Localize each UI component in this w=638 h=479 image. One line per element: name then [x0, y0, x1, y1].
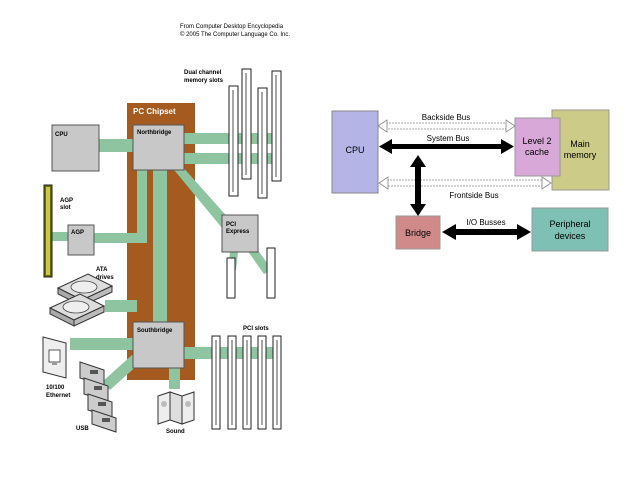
- backside-bus-label: Backside Bus: [422, 113, 470, 122]
- bus-ata: [105, 300, 137, 312]
- level2-cache-label-2: cache: [525, 147, 549, 157]
- pci-slot-grooves: [215, 340, 278, 425]
- bridge-box: [395, 215, 441, 250]
- main-memory-label-1: Main: [570, 139, 590, 149]
- frontside-bus-arrow: [378, 176, 552, 190]
- cpu-box-label: CPU: [345, 145, 364, 155]
- pci-express-label-1: PCI: [226, 222, 236, 228]
- peripheral-devices-label-1: Peripheral: [549, 219, 590, 229]
- bridge-vertical-arrow: [410, 155, 426, 216]
- bus-cpu-northbridge: [98, 139, 134, 152]
- bus-pci-express: [170, 165, 232, 228]
- bus-agp-horizontal: [92, 233, 142, 243]
- agp-slot-label-1: AGP: [60, 198, 73, 204]
- bus-usb: [102, 355, 140, 390]
- southbridge-label: Southbridge: [137, 328, 173, 334]
- memory-label-1: Dual channel: [184, 70, 222, 76]
- bus-sound: [169, 367, 180, 389]
- ethernet-label-2: Ethernet: [46, 393, 70, 399]
- peripheral-devices-box: [531, 207, 609, 252]
- usb-ports-icon: [79, 361, 117, 433]
- bus-ethernet: [70, 338, 135, 350]
- ethernet-label-1: 10/100: [46, 385, 65, 391]
- bus-agp-vertical: [137, 165, 147, 243]
- main-memory-label-2: memory: [564, 150, 597, 160]
- pci-express-chip: [221, 214, 259, 253]
- sound-label: Sound: [166, 429, 185, 435]
- memory-slot-4: [271, 70, 282, 182]
- memory-slot-grooves: [232, 73, 277, 194]
- backside-bus-arrow: [377, 119, 516, 133]
- bus-agp-slot: [52, 232, 70, 241]
- pci-express-label-2: Express: [226, 229, 250, 235]
- system-bus-arrow: [379, 139, 514, 154]
- ata-label-1: ATA: [96, 267, 108, 273]
- level2-cache-label-1: Level 2: [522, 136, 551, 146]
- credit-line-2: © 2005 The Computer Language Co. Inc.: [180, 31, 290, 38]
- pci-express-slot-2: [266, 247, 276, 299]
- pc-chipset-label: PC Chipset: [133, 107, 176, 116]
- ethernet-port-icon: [42, 336, 67, 379]
- system-bus-label: System Bus: [427, 134, 470, 143]
- memory-slot-2: [241, 68, 252, 180]
- agp-label: AGP: [71, 230, 84, 236]
- cpu-chip: [51, 124, 100, 172]
- memory-slot-1: [228, 85, 239, 197]
- cpu-label: CPU: [55, 132, 68, 138]
- peripheral-devices-label-2: devices: [555, 231, 586, 241]
- memory-slot-3: [257, 87, 268, 199]
- agp-slot-inner: [46, 187, 50, 275]
- frontside-bus-label: Frontside Bus: [449, 191, 498, 200]
- bus-north-south: [153, 165, 167, 325]
- level2-cache-box: [514, 117, 561, 177]
- memory-slots: [228, 68, 282, 199]
- agp-slot-label-2: slot: [60, 205, 71, 211]
- northbridge-label: Northbridge: [137, 130, 172, 136]
- bridge-label: Bridge: [405, 228, 431, 238]
- io-busses-arrow: [442, 224, 531, 240]
- memory-label-2: memory slots: [184, 78, 224, 84]
- agp-chip: [67, 224, 95, 256]
- pci-express-slot-1: [226, 257, 236, 299]
- cpu-box: [331, 110, 379, 194]
- sound-speakers-icon: [157, 391, 195, 425]
- usb-label: USB: [76, 426, 89, 432]
- io-busses-label: I/O Busses: [466, 218, 505, 227]
- northbridge-chip: [132, 124, 185, 171]
- credit-line-1: From Computer Desktop Encyclopedia: [180, 24, 284, 30]
- pci-slots-label: PCI slots: [243, 326, 269, 332]
- pc-chipset-diagram: From Computer Desktop Encyclopedia © 200…: [42, 24, 290, 435]
- bus-architecture-diagram: CPU Main memory Level 2 cache Bridge Per…: [331, 109, 610, 252]
- ata-label-2: drives: [96, 275, 114, 281]
- main-memory-box: [551, 109, 610, 191]
- ata-drives-icon: [48, 273, 114, 327]
- southbridge-chip: [132, 321, 185, 369]
